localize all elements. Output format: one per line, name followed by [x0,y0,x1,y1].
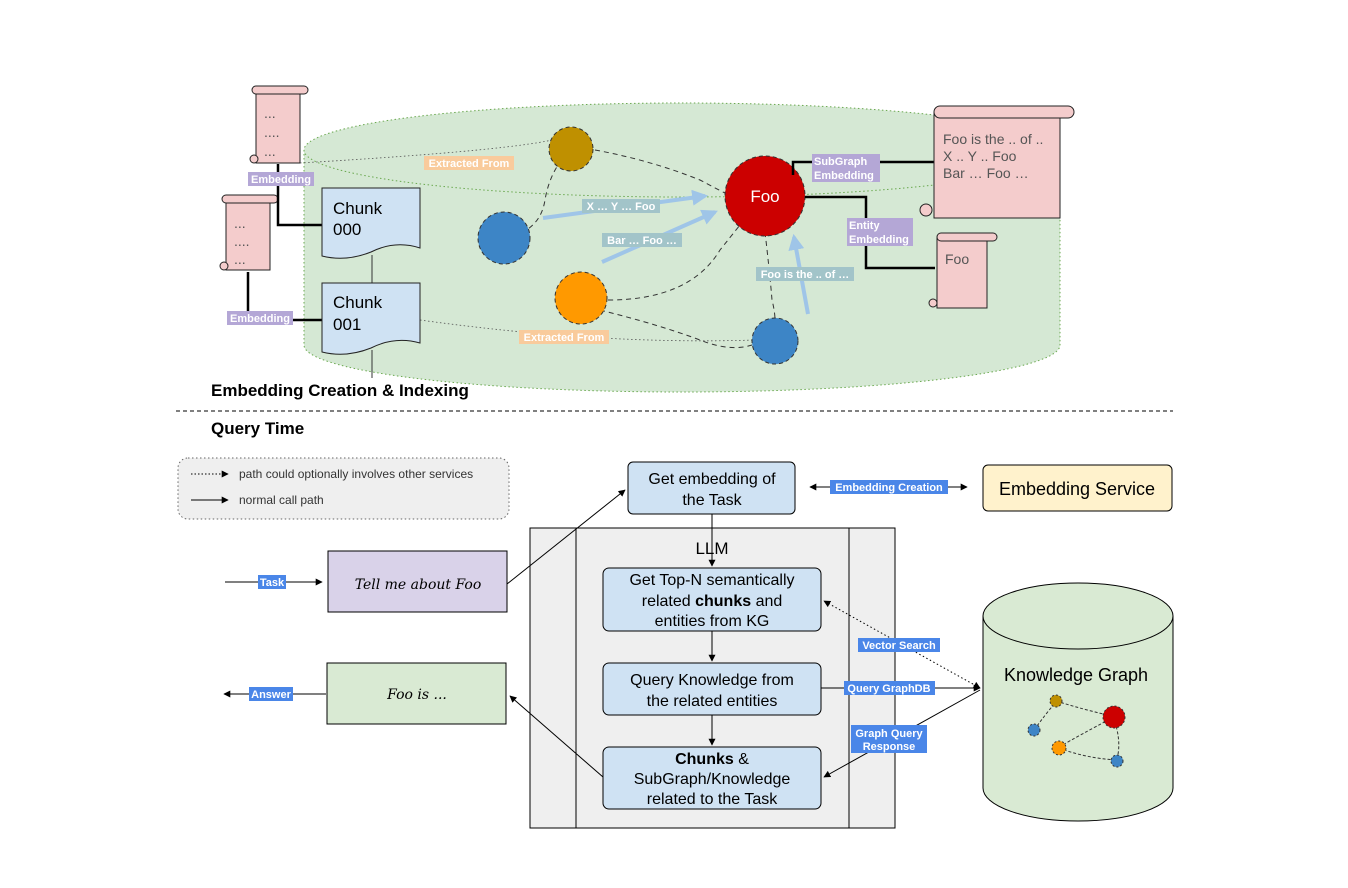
indexing-section-title: Embedding Creation & Indexing [211,381,469,400]
label-x-y-foo: X … Y … Foo [582,199,660,213]
svg-text:Graph Query: Graph Query [855,728,923,740]
extracted-from-line-top [299,137,561,164]
subgraph-doc-line-1: Foo is the .. of .. [943,131,1043,147]
label-task: Task [258,575,286,589]
svg-text:the Task: the Task [682,492,742,509]
chunk-001-line-1: Chunk [333,293,383,312]
embedding-scroll-top: ... .... ... [249,85,309,164]
svg-text:Get Top-N semantically: Get Top-N semantically [629,572,794,589]
svg-text:Embedding Creation: Embedding Creation [835,482,943,494]
node-foo-label: Foo [750,187,779,206]
label-bar-foo: Bar … Foo … [602,233,682,247]
svg-text:Answer: Answer [251,689,291,701]
chunks-result-box: Chunks & SubGraph/Knowledge related to t… [602,746,822,810]
subgraph-doc-line-3: Bar … Foo … [943,165,1029,181]
answer-box: Foo is ... [326,662,507,725]
svg-text:entities from KG: entities from KG [655,613,770,630]
svg-text:the related entities: the related entities [647,693,778,710]
legend-solid-text: normal call path [239,493,324,507]
top-n-box: Get Top-N semantically related chunks an… [602,567,822,632]
subgraph-connector [791,160,935,175]
chunk-000-document: Chunk 000 [321,187,421,259]
label-extracted-from-bottom: Extracted From [519,330,609,344]
svg-text:Entity: Entity [849,220,880,232]
subgraph-embedding-scroll: Foo is the .. of .. X .. Y .. Foo Bar … … [919,105,1075,219]
svg-text:Embedding: Embedding [849,234,909,246]
svg-text:Extracted From: Extracted From [524,332,605,344]
label-entity-embedding: Entity Embedding [847,218,913,246]
svg-text:Foo is ...: Foo is ... [386,687,447,703]
svg-text:Foo is the .. of …: Foo is the .. of … [761,269,850,281]
scroll-top-line-3: ... [264,143,276,159]
query-knowledge-box: Query Knowledge from the related entitie… [602,662,822,716]
svg-text:SubGraph: SubGraph [814,156,867,168]
knowledge-graph-label: Knowledge Graph [1004,665,1148,685]
knowledge-graph-cylinder: Knowledge Graph [982,582,1174,822]
svg-text:Vector Search: Vector Search [862,640,936,652]
task-to-embedding-arrow [506,489,626,585]
label-query-graphdb: Query GraphDB [844,681,935,695]
svg-text:Embedding: Embedding [814,170,874,182]
edge-orange-foo [607,214,749,301]
svg-text:SubGraph/Knowledge: SubGraph/Knowledge [634,771,791,788]
svg-text:Bar … Foo …: Bar … Foo … [607,235,677,247]
scroll-top-line-1: ... [264,105,276,121]
chunk-000-line-1: Chunk [333,199,383,218]
svg-text:Get embedding of: Get embedding of [648,471,776,488]
scroll-mid-line-1: ... [234,215,246,231]
edge-gold-foo [594,149,726,194]
label-embedding-bottom: Embedding [227,311,293,325]
embedding-scroll-middle: ... .... ... [219,194,279,271]
svg-text:Embedding: Embedding [230,313,290,325]
task-box: Tell me about Foo [327,550,508,613]
svg-text:related chunks and: related chunks and [642,593,783,610]
entity-doc-text: Foo [945,251,969,267]
svg-text:related to the Task: related to the Task [647,791,778,808]
scroll-top-line-2: .... [264,124,280,140]
svg-text:Task: Task [260,577,285,589]
label-vector-search: Vector Search [858,638,940,652]
svg-text:Query Knowledge from: Query Knowledge from [630,672,794,689]
svg-text:Tell me about Foo: Tell me about Foo [355,577,482,593]
chunk-001-line-2: 001 [333,315,361,334]
svg-text:Embedding Service: Embedding Service [999,479,1155,499]
svg-text:Embedding: Embedding [251,174,311,186]
query-section-title: Query Time [211,419,304,438]
entity-embedding-scroll: Foo [928,232,998,309]
chunk-000-line-2: 000 [333,220,361,239]
svg-text:Query GraphDB: Query GraphDB [847,683,930,695]
entity-node-orange [554,271,608,325]
embedding-service-box: Embedding Service [982,464,1173,512]
entity-node-blue-bottom [751,317,799,365]
label-answer: Answer [249,687,293,701]
svg-text:Response: Response [863,741,916,753]
entity-node-gold [548,126,594,172]
svg-text:Extracted From: Extracted From [429,158,510,170]
svg-text:Chunks &: Chunks & [675,751,749,768]
svg-text:X … Y … Foo: X … Y … Foo [587,201,656,213]
scroll-mid-line-2: .... [234,233,250,249]
label-embedding-top: Embedding [248,172,314,186]
chunks-to-answer-arrow [509,695,604,778]
get-embedding-box: Get embedding of the Task [627,461,796,515]
label-foo-is-of: Foo is the .. of … [756,267,854,281]
edge-foo-blue [764,231,776,321]
edge-orange-blue [599,309,753,349]
chunk-001-document: Chunk 001 [321,282,421,355]
label-extracted-from-top: Extracted From [424,156,514,170]
legend-dotted-text: path could optionally involves other ser… [239,467,473,481]
label-graph-query-response: Graph Query Response [851,725,927,753]
subgraph-doc-line-2: X .. Y .. Foo [943,148,1017,164]
label-embedding-creation: Embedding Creation [830,480,948,494]
entity-node-blue-left [477,211,531,265]
legend-box: path could optionally involves other ser… [177,457,510,520]
scroll-mid-line-3: ... [234,251,246,267]
label-subgraph-embedding: SubGraph Embedding [812,154,880,182]
